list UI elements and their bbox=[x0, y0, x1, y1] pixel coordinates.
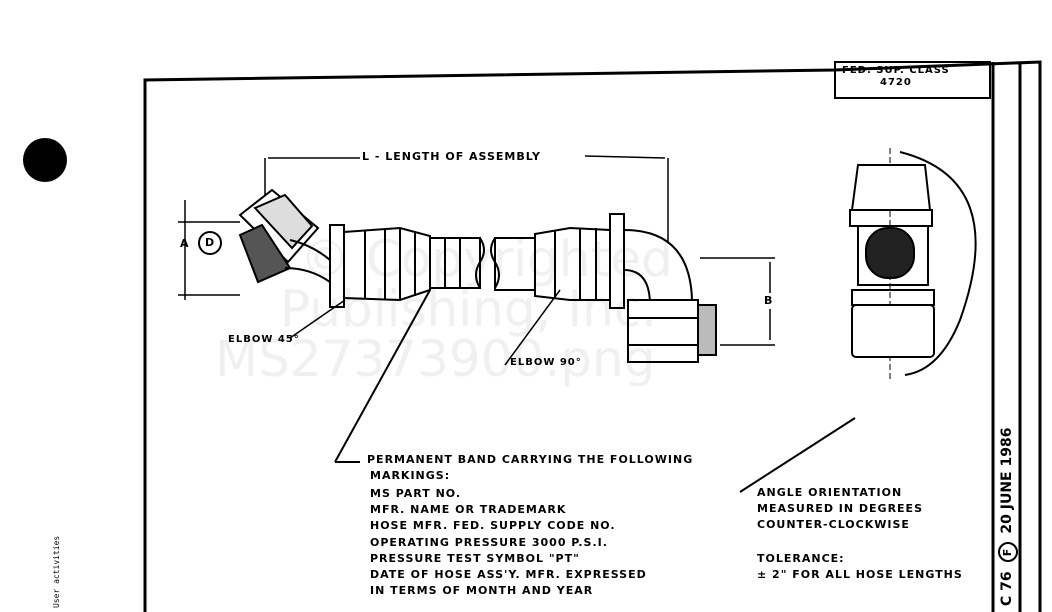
elbow-90-label: ELBOW 90° bbox=[510, 357, 582, 368]
band-note-line: PRESSURE TEST SYMBOL "PT" bbox=[370, 552, 580, 565]
drawing-date: 20 JUNE 1986 bbox=[999, 427, 1015, 534]
band-note-line: MS PART NO. bbox=[370, 487, 462, 500]
band-note-line: DATE OF HOSE ASS'Y. MFR. EXPRESSED bbox=[370, 568, 647, 581]
side-strip: C 76 F 20 JUNE 1986 bbox=[996, 428, 1018, 612]
angle-note-line: COUNTER-CLOCKWISE bbox=[757, 518, 910, 531]
angle-leader bbox=[739, 417, 856, 493]
class-label: FED. SUP. CLASS bbox=[842, 65, 950, 76]
angle-note-line: ANGLE ORIENTATION bbox=[757, 486, 903, 499]
watermark: © Copyrighted bbox=[300, 230, 673, 288]
hose-left bbox=[329, 224, 485, 308]
band-leader bbox=[334, 289, 431, 463]
punch-hole bbox=[23, 138, 67, 182]
b-label: B bbox=[764, 293, 774, 309]
class-box bbox=[834, 61, 991, 99]
watermark: MS27373900.png bbox=[215, 330, 656, 388]
a-label: A bbox=[180, 237, 190, 250]
elbow-90-fitting bbox=[623, 228, 717, 363]
diameter-label: D bbox=[205, 236, 216, 249]
class-number: 4720 bbox=[880, 77, 912, 88]
tolerance-value: ± 2" FOR ALL HOSE LENGTHS bbox=[757, 568, 963, 581]
tolerance-label: TOLERANCE: bbox=[757, 552, 845, 565]
end-view bbox=[849, 148, 977, 380]
watermark: Publishing, Inc. bbox=[280, 280, 658, 338]
band-note-line: MFR. NAME OR TRADEMARK bbox=[370, 503, 567, 516]
margin-text: User activities bbox=[52, 535, 61, 608]
angle-note-line: MEASURED IN DEGREES bbox=[757, 502, 923, 515]
length-label: L - LENGTH OF ASSEMBLY bbox=[362, 150, 542, 163]
band-note-heading: PERMANENT BAND CARRYING THE FOLLOWING bbox=[367, 453, 694, 466]
drawing-code: C 76 bbox=[999, 571, 1015, 606]
elbow-45-label: ELBOW 45° bbox=[228, 334, 300, 345]
elbow-45-fitting bbox=[238, 188, 331, 284]
band-note-line: OPERATING PRESSURE 3000 P.S.I. bbox=[370, 536, 608, 549]
band-note-line: HOSE MFR. FED. SUPPLY CODE NO. bbox=[370, 519, 616, 532]
revision-badge: F bbox=[998, 542, 1018, 563]
hose-right bbox=[490, 213, 625, 309]
band-note-line: IN TERMS OF MONTH AND YEAR bbox=[370, 584, 594, 597]
band-note-line: MARKINGS: bbox=[370, 469, 451, 482]
